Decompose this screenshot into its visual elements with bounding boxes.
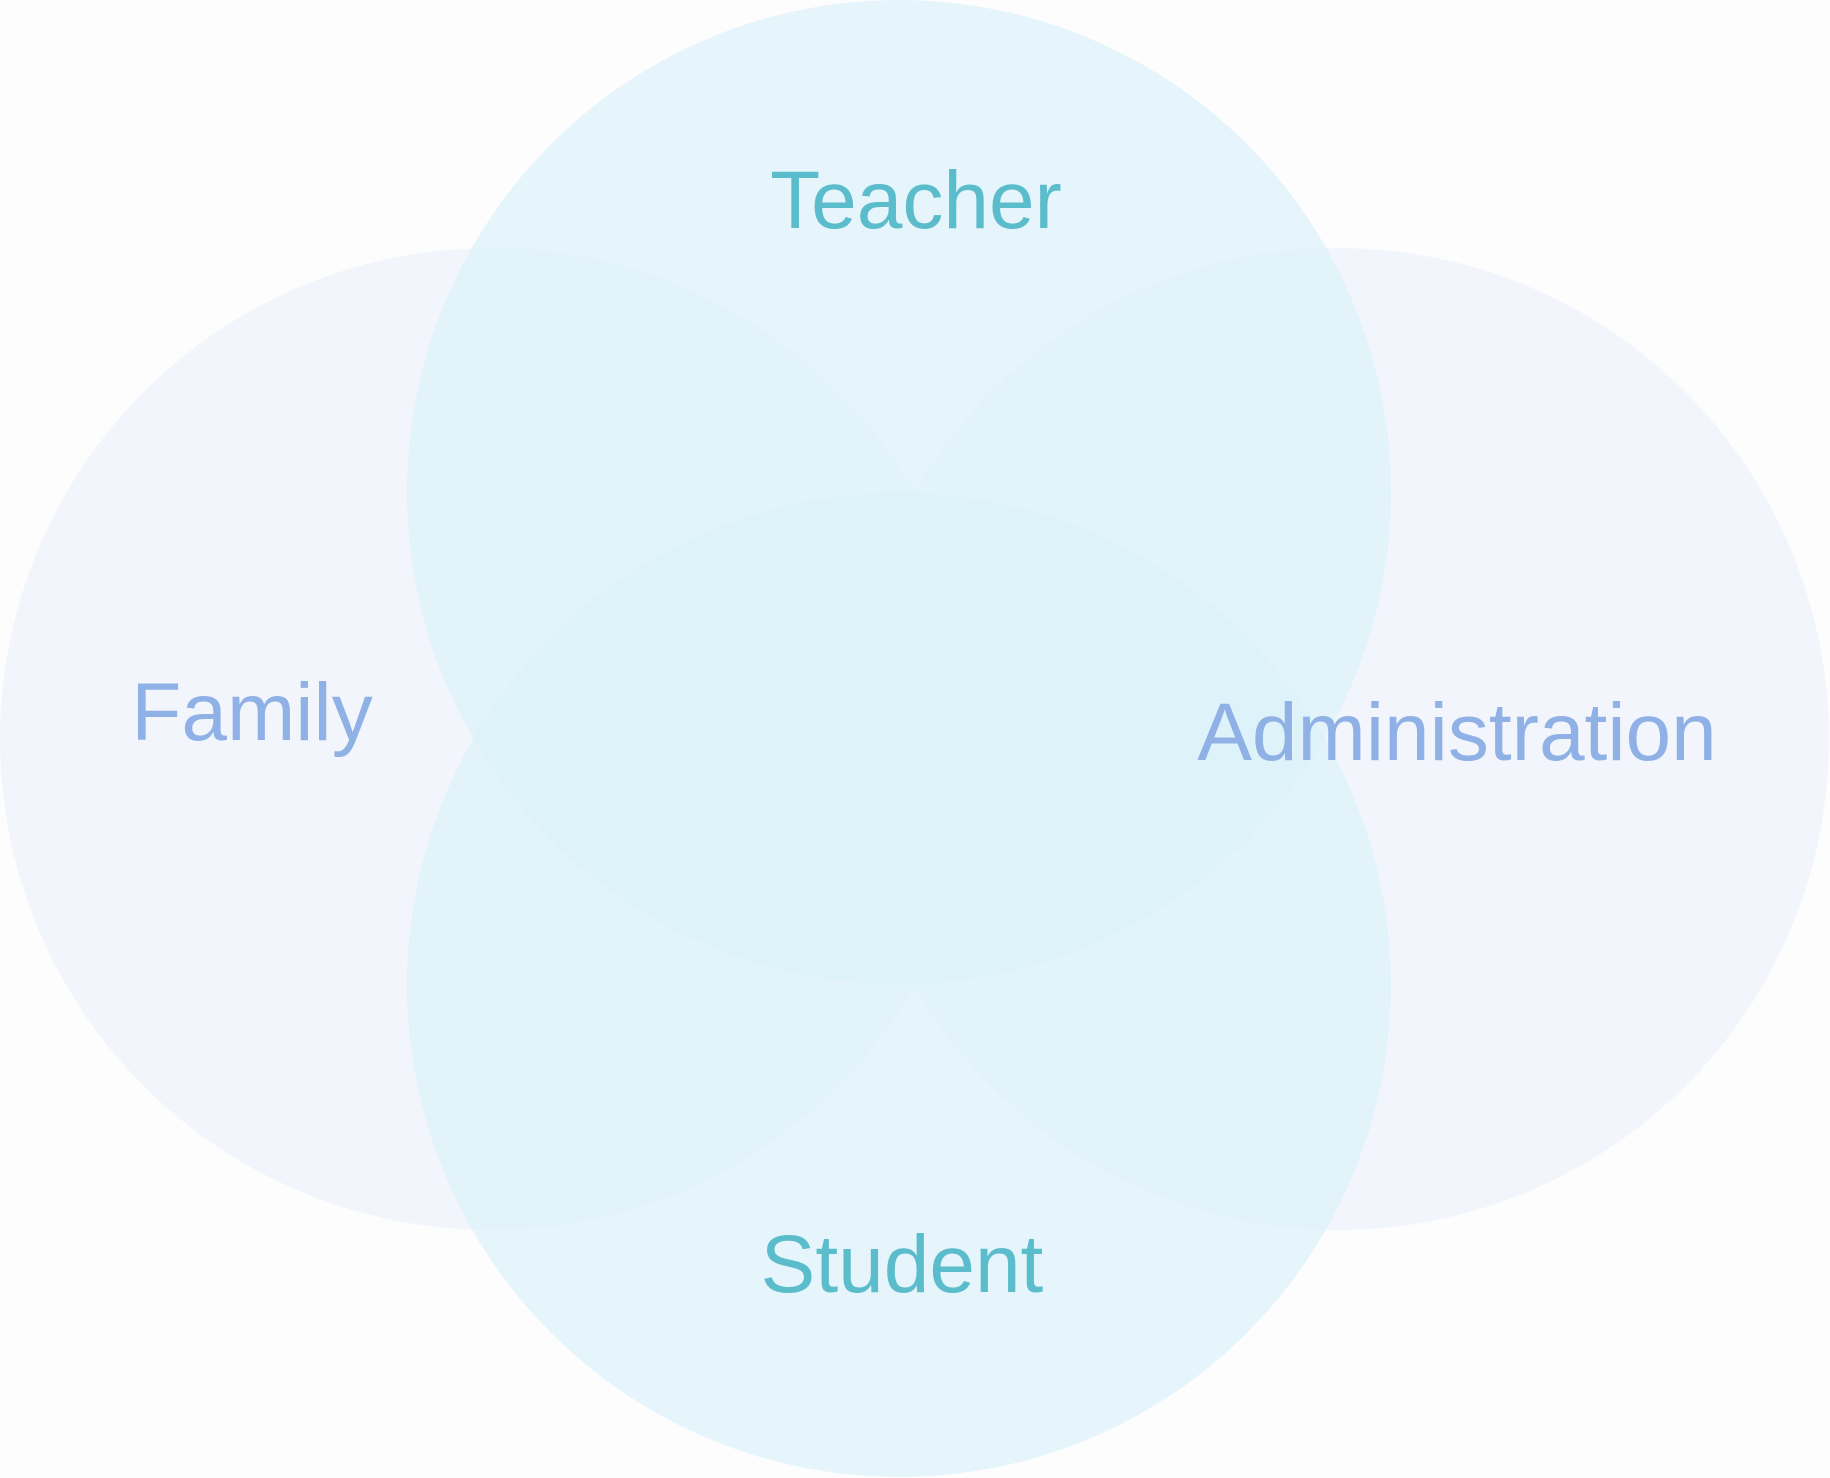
administration-label: Administration <box>1197 687 1717 778</box>
student-label: Student <box>761 1219 1044 1310</box>
student-circle <box>407 493 1391 1477</box>
family-label: Family <box>131 667 372 758</box>
teacher-label: Teacher <box>770 155 1062 246</box>
